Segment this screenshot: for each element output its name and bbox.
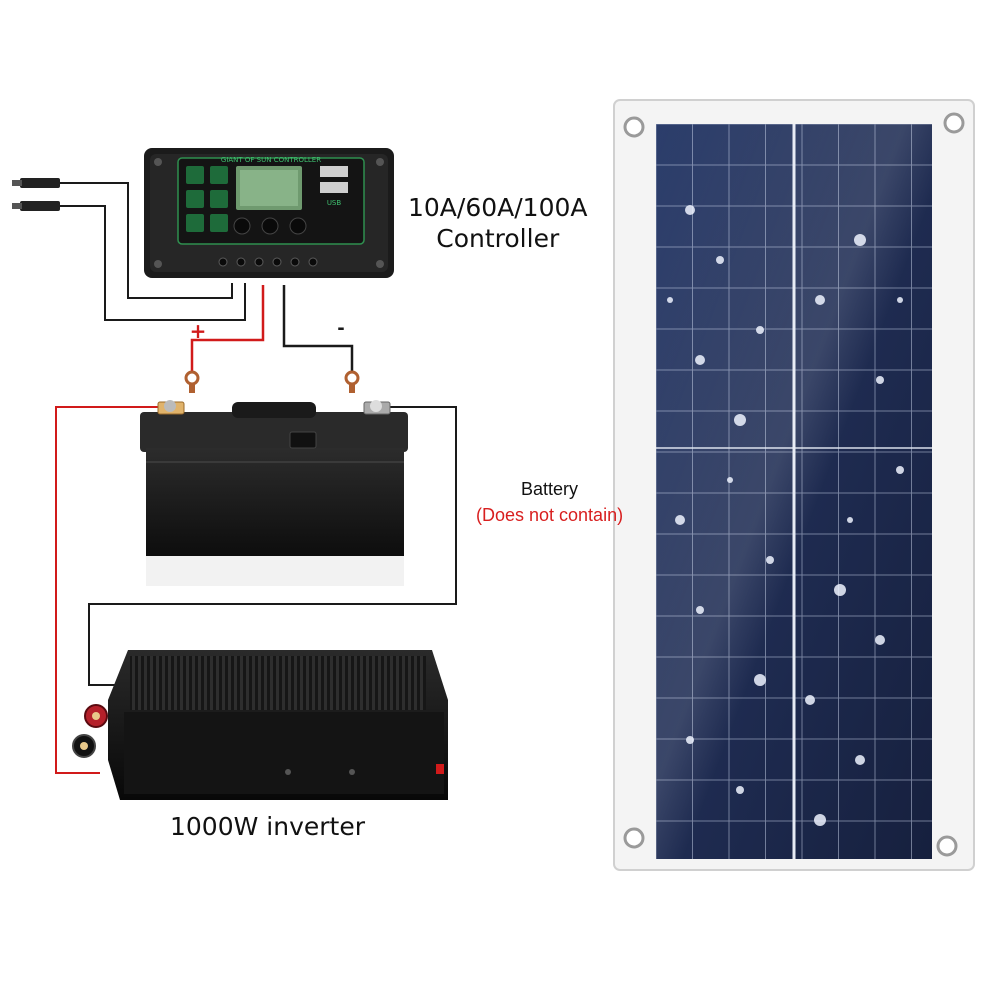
negative-symbol: - [337,318,344,339]
controller-model-label: 10A/60A/100A [408,193,588,222]
screw-terminal-icon [184,370,360,393]
controller-name-label: Controller [436,224,560,253]
battery-name-label: Battery [521,479,579,499]
mounting-holes [623,112,965,857]
positive-symbol: + [190,319,207,343]
solar-panel [613,99,975,871]
usb-port-icon [320,166,348,193]
inverter-label: 1000W inverter [170,812,365,841]
usb-label: USB [327,199,342,207]
controller-faceplate-title: GIANT OF SUN CONTROLLER [221,156,321,164]
battery-label: Battery (Does not contain) [476,476,623,528]
charge-controller: GIANT OF SUN CONTROLLER USB [144,148,394,278]
battery [140,400,408,586]
battery-note-label: (Does not contain) [476,505,624,525]
mc4-connector-icon [12,178,60,211]
controller-label: 10A/60A/100A Controller [408,192,588,254]
inverter [72,650,448,800]
wiring [55,182,457,774]
lcd-display-icon [236,166,302,210]
